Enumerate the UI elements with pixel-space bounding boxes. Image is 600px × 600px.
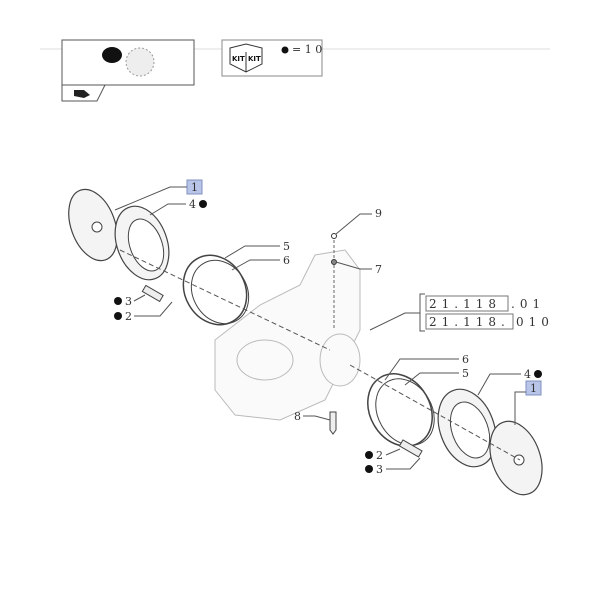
kit-icon: KIT KIT [229, 43, 263, 73]
callout-6-top[interactable]: 6 [231, 254, 290, 271]
reference-link-2[interactable]: 21.118. 010 [425, 313, 554, 330]
valve-part[interactable] [331, 259, 337, 265]
callout-6-bottom[interactable]: 6 [384, 353, 469, 381]
svg-text:9: 9 [375, 207, 382, 220]
svg-text:KIT: KIT [248, 55, 261, 63]
svg-text:21.118: 21.118 [429, 297, 501, 311]
seal-left[interactable] [106, 199, 179, 288]
svg-text:3: 3 [125, 295, 132, 308]
callout-5-top[interactable]: 5 [224, 240, 290, 259]
back-arrow-tab[interactable] [61, 84, 106, 102]
callout-1-right[interactable]: 1 [514, 380, 542, 425]
svg-text:2: 2 [376, 449, 383, 462]
kit-legend: KIT KIT = 1 0 [221, 39, 323, 77]
callout-1-left[interactable]: 1 [114, 179, 203, 211]
svg-text:6: 6 [283, 254, 290, 267]
callout-5-bottom[interactable]: 5 [404, 367, 469, 386]
callout-7[interactable]: 7 [335, 261, 382, 276]
callout-3-left[interactable]: 3 [114, 294, 146, 308]
callout-8[interactable]: 8 [294, 410, 331, 423]
svg-text:1: 1 [530, 382, 537, 395]
hand-pointer-icon [74, 90, 90, 98]
plug-part[interactable] [329, 411, 337, 435]
svg-text:.01: .01 [511, 297, 545, 311]
bullet-icon [281, 46, 289, 54]
axis-line-right [349, 364, 521, 461]
nipple-part[interactable] [331, 233, 337, 239]
ring-left[interactable] [171, 244, 260, 336]
ring-right[interactable] [355, 362, 446, 458]
housing-drawing [214, 235, 361, 421]
svg-text:010: 010 [516, 315, 554, 329]
svg-text:5: 5 [462, 367, 469, 380]
svg-text:21.118.: 21.118. [429, 315, 510, 329]
seal-right[interactable] [428, 381, 506, 475]
bolt-left[interactable] [141, 284, 164, 303]
svg-text:KIT: KIT [232, 55, 245, 63]
callout-2-left[interactable]: 2 [114, 301, 173, 323]
svg-text:8: 8 [294, 410, 301, 423]
axis-line-left [119, 249, 331, 351]
reference-link-1[interactable]: 21.118 .01 [425, 295, 545, 312]
flange-right[interactable] [480, 414, 551, 502]
callout-3-bottom[interactable]: 3 [365, 457, 421, 476]
svg-text:1: 1 [191, 181, 198, 194]
callout-2-bottom[interactable]: 2 [365, 448, 401, 462]
flange-left[interactable] [60, 183, 127, 268]
callout-4-left[interactable]: 4 [149, 198, 207, 216]
bolt-right[interactable] [398, 439, 423, 458]
callout-9[interactable]: 9 [335, 207, 382, 235]
svg-text:7: 7 [375, 263, 382, 276]
kit-legend-text: = 1 0 [292, 43, 322, 56]
svg-text:2: 2 [125, 310, 132, 323]
svg-text:4: 4 [524, 368, 531, 381]
svg-text:6: 6 [462, 353, 469, 366]
reference-group [369, 293, 425, 332]
svg-text:5: 5 [283, 240, 290, 253]
assembly-thumbnail[interactable] [61, 39, 195, 86]
svg-text:3: 3 [376, 463, 383, 476]
svg-text:4: 4 [189, 198, 196, 211]
callout-4-right[interactable]: 4 [477, 368, 542, 396]
